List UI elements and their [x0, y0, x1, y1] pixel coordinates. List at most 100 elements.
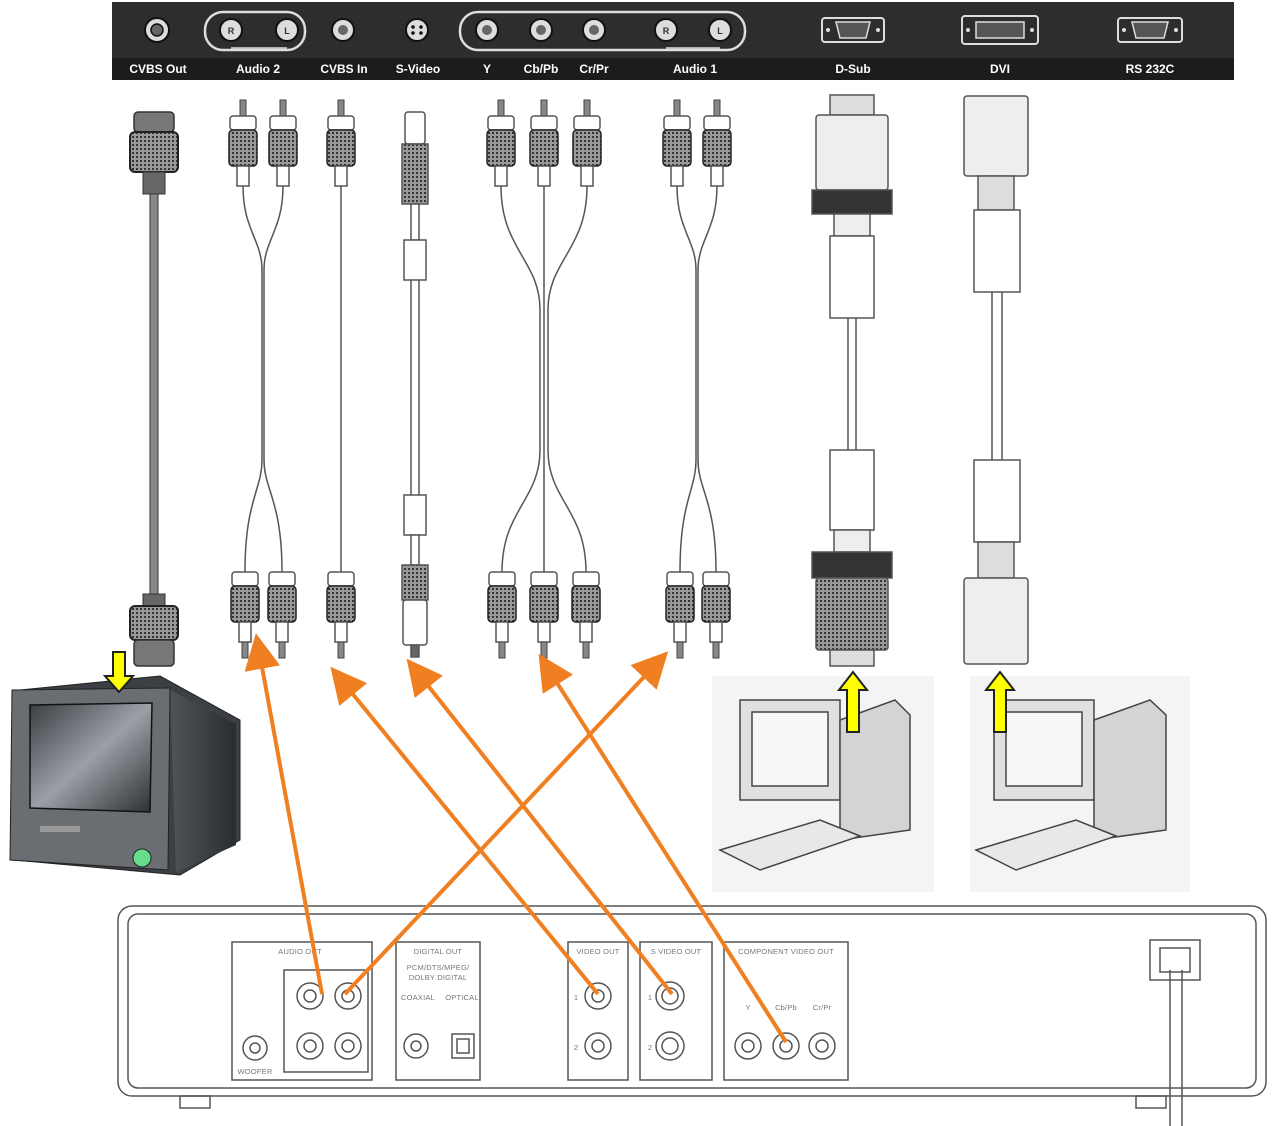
component-cable-bottom-cr [571, 571, 601, 659]
label-component-cb: Cb/Pb [775, 1003, 797, 1012]
panel-label-strip [112, 58, 1234, 80]
jack-letter-l: L [284, 26, 290, 36]
audio1-l-jack: L [708, 18, 732, 42]
label-audio-out: AUDIO OUT [278, 947, 322, 956]
cvbs-out-jack [144, 17, 170, 43]
label-digital-formats-1: PCM/DTS/MPEG/ [407, 963, 470, 972]
label-component-cr: Cr/Pr [813, 1003, 832, 1012]
label-woofer: WOOFER [238, 1067, 273, 1076]
label-s-video: S-Video [396, 62, 440, 76]
dvi-cable [963, 95, 1029, 665]
connection-arrows [244, 633, 788, 1044]
audio2-cable-top-r [228, 99, 258, 187]
arrow-audio-out-to-audio2 [244, 633, 324, 995]
label-audio1: Audio 1 [673, 62, 717, 76]
dvd-panel-labels: AUDIO OUT DIGITAL OUT PCM/DTS/MPEG/ DOLB… [238, 947, 834, 1076]
label-digital-formats-2: DOLBY DIGITAL [409, 973, 468, 982]
audio-out-jack-1r [296, 982, 324, 1010]
cr-pr-jack [582, 18, 606, 42]
computer-dsub [712, 676, 934, 892]
y-jack [475, 18, 499, 42]
label-cvbs-in: CVBS In [320, 62, 367, 76]
arrow-audio-out-to-audio1 [343, 651, 669, 996]
component-y-jack [734, 1032, 762, 1060]
s-video-out-box [639, 941, 713, 1081]
label-cb-pb: Cb/Pb [524, 62, 559, 76]
audio2-l-jack: L [275, 18, 299, 42]
component-cable-bottom-y [487, 571, 517, 659]
coaxial-jack [403, 1033, 429, 1059]
audio1-cable-bottom-l [701, 571, 731, 659]
audio1-wire-r [676, 185, 697, 573]
video-out-jack-1 [584, 982, 612, 1010]
digital-out-box [395, 941, 481, 1081]
audio2-cable-bottom-l [267, 571, 297, 659]
audio-out-jack-1l [334, 982, 362, 1010]
label-s-video-jack-2: 2 [648, 1043, 652, 1052]
tv-brand-strip [40, 826, 80, 832]
label-video-jack-2: 2 [574, 1043, 578, 1052]
tv-power-button [132, 848, 152, 868]
audio1-cable-top-l [702, 99, 732, 187]
monitor-connector-panel: R L R L [112, 2, 1234, 80]
label-video-out: VIDEO OUT [576, 947, 619, 956]
label-dvi: DVI [990, 62, 1010, 76]
tv-input-arrow [102, 651, 136, 694]
label-cvbs-out: CVBS Out [129, 62, 186, 76]
dvd-player-rear [117, 905, 1267, 1126]
audio1-cable-top-r [662, 99, 692, 187]
woofer-jack [242, 1035, 268, 1061]
label-y: Y [483, 62, 491, 76]
d-sub-cable [811, 94, 893, 667]
audio2-cable-top-l [268, 99, 298, 187]
component-cb-jack [772, 1032, 800, 1060]
s-video-cable [401, 111, 429, 658]
s-video-out-jack-1 [655, 981, 685, 1011]
audio1-wire-l [697, 185, 718, 573]
label-component-y: Y [745, 1003, 750, 1012]
label-audio2: Audio 2 [236, 62, 280, 76]
jack-letter-r: R [663, 26, 670, 36]
power-socket [1149, 939, 1201, 1126]
video-out-jack-2 [584, 1032, 612, 1060]
rca-cables [228, 99, 732, 659]
video-out-box [567, 941, 629, 1081]
s-video-jack [405, 18, 429, 42]
jack-letter-r: R [228, 26, 235, 36]
component-wire-cr [547, 185, 588, 573]
label-digital-out: DIGITAL OUT [414, 947, 463, 956]
component-audio1-group-outline [458, 10, 747, 52]
component-cable-top-cb [529, 99, 559, 187]
audio-out-inner-box [283, 969, 369, 1073]
audio2-cable-bottom-r [230, 571, 260, 659]
audio-out-jack-2r [296, 1032, 324, 1060]
audio2-wire-l [263, 185, 284, 573]
d-sub-port [821, 17, 885, 43]
component-cr-jack [808, 1032, 836, 1060]
audio2-group-outline [203, 10, 307, 52]
label-component-video-out: COMPONENT VIDEO OUT [738, 947, 834, 956]
audio2-r-jack: R [219, 18, 243, 42]
component-cable-bottom-cb [529, 571, 559, 659]
label-cr-pr: Cr/Pr [579, 62, 609, 76]
label-rs232c: RS 232C [1126, 62, 1175, 76]
input-arrows [102, 651, 1017, 733]
label-coaxial: COAXIAL [401, 993, 435, 1002]
component-cable-top-cr [572, 99, 602, 187]
component-video-out-box [723, 941, 849, 1081]
audio1-cable-bottom-r [665, 571, 695, 659]
label-s-video-jack-1: 1 [648, 993, 652, 1002]
dvi-input-arrow [983, 670, 1017, 733]
crt-tv [9, 675, 241, 876]
cvbs-cable-bottom [326, 571, 356, 659]
arrow-s-video-out-to-s-video [406, 658, 674, 996]
s-video-out-jack-2 [655, 1031, 685, 1061]
label-d-sub: D-Sub [835, 62, 870, 76]
label-optical: OPTICAL [445, 993, 479, 1002]
bnc-cable [129, 111, 179, 667]
audio1-r-jack: R [654, 18, 678, 42]
tv-screen [29, 702, 153, 813]
optical-port [451, 1033, 475, 1059]
component-cable-top-y [486, 99, 516, 187]
